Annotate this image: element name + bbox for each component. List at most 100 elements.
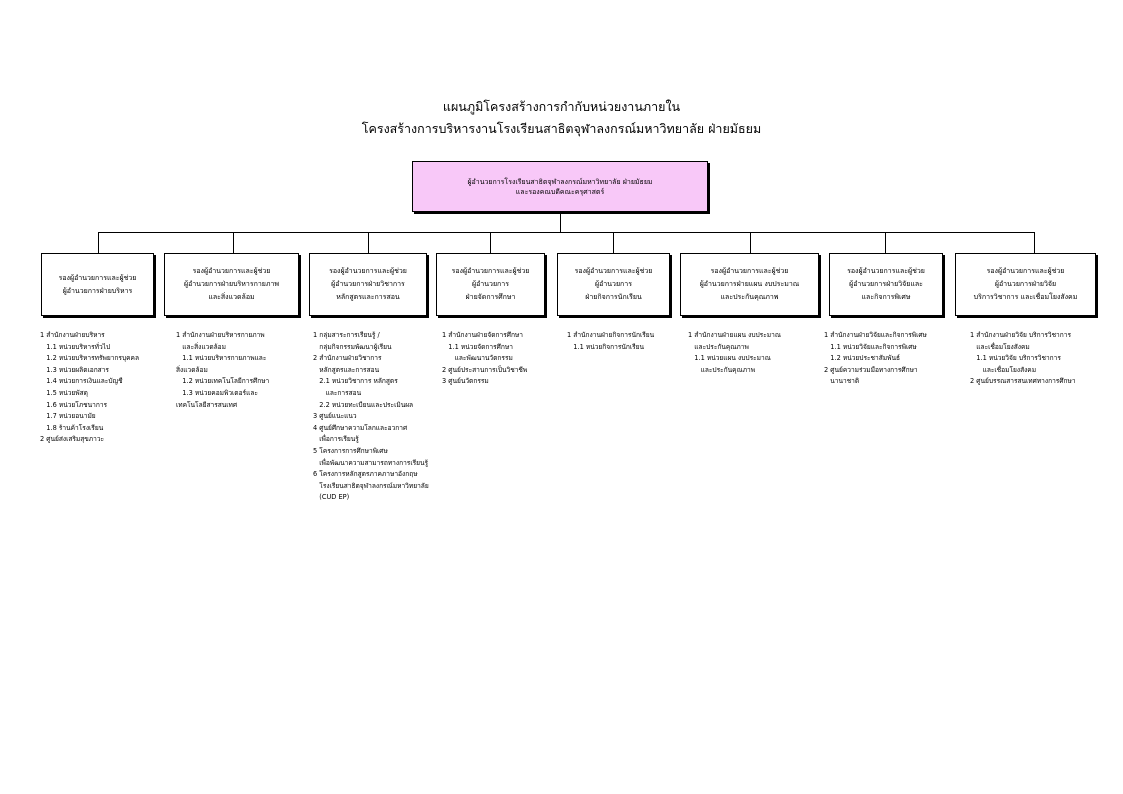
- sub-unit-list-education-management: 1 สำนักงานฝ่ายจัดการศึกษา 1.1 หน่วยจัดกา…: [442, 330, 527, 388]
- department-box-line: และประกันคุณภาพ: [720, 293, 779, 301]
- sub-unit-item: โรงเรียนสาธิตจุฬาลงกรณ์มหาวิทยาลัย: [313, 481, 429, 490]
- department-box-line: ผู้อำนวยการฝ่ายวิชาการ: [331, 280, 405, 288]
- department-box-line: รองผู้อำนวยการและผู้ช่วย: [192, 267, 271, 275]
- connector-horizontal-bus: [98, 232, 1034, 233]
- sub-unit-item: 1.6 หน่วยโภชนาการ: [40, 400, 108, 409]
- sub-unit-item: 3 ศูนย์แนะแนว: [313, 412, 357, 421]
- sub-unit-item: 2 ศูนย์ส่งเสริมสุขภาวะ: [40, 435, 105, 444]
- sub-unit-item: และเชื่อมโยงสังคม: [970, 342, 1030, 351]
- sub-unit-item: 1.1 หน่วยบริหารกายภาพและ: [176, 354, 267, 363]
- department-box-education-management: รองผู้อำนวยการและผู้ช่วย ผู้อำนวยการ ฝ่า…: [436, 253, 545, 316]
- connector-drop-4: [490, 232, 491, 253]
- sub-unit-item: 1 สำนักงานฝ่ายกิจการนักเรียน: [567, 331, 655, 339]
- department-box-line: และสิ่งแวดล้อม: [208, 293, 255, 301]
- sub-unit-item: และประกันคุณภาพ: [688, 342, 749, 351]
- sub-unit-item: และเชื่อมโยงสังคม: [970, 365, 1037, 374]
- sub-unit-item: และพัฒนานวัตกรรม: [442, 354, 513, 363]
- department-box-line: ผู้อำนวยการ: [595, 280, 632, 288]
- sub-unit-item: หลักสูตรและการสอน: [313, 365, 380, 374]
- department-box-research-special-affairs: รองผู้อำนวยการและผู้ช่วย ผู้อำนวยการฝ่าย…: [829, 253, 943, 316]
- sub-unit-item: 3 ศูนย์นวัตกรรม: [442, 377, 489, 386]
- connector-drop-1: [98, 232, 99, 253]
- sub-unit-item: เทคโนโลยีสารสนเทศ: [176, 400, 238, 409]
- sub-unit-list-academic: 1 กลุ่มสาระการเรียนรู้ / กลุ่มกิจกรรมพัฒ…: [313, 330, 429, 504]
- sub-unit-item: 1.2 หน่วยเทคโนโลยีการศึกษา: [176, 377, 270, 386]
- root-node: ผู้อำนวยการโรงเรียนสาธิตจุฬาลงกรณ์มหาวิท…: [412, 161, 708, 212]
- sub-unit-item: 5 โครงการการศึกษาพิเศษ: [313, 446, 388, 455]
- sub-unit-item: เพื่อการเรียนรู้: [313, 435, 359, 444]
- department-box-line: ฝ่ายกิจการนักเรียน: [585, 293, 642, 301]
- sub-unit-item: 1 สำนักงานฝ่ายบริหารกายภาพ: [176, 331, 265, 339]
- sub-unit-list-research-academic-service: 1 สำนักงานฝ่ายวิจัย บริการวิชาการ และเชื…: [970, 330, 1076, 388]
- sub-unit-item: 2 ศูนย์ประสานการเป็นวิชาชีพ: [442, 365, 528, 374]
- sub-unit-list-physical-environment: 1 สำนักงานฝ่ายบริหารกายภาพ และสิ่งแวดล้อ…: [176, 330, 269, 411]
- sub-unit-item: 2 ศูนย์บรรณสารสนเทศทางการศึกษา: [970, 377, 1076, 386]
- connector-root-stem: [560, 212, 561, 232]
- sub-unit-item: เพื่อพัฒนาความสามารถทางการเรียนรู้: [313, 458, 429, 467]
- sub-unit-list-student-affairs: 1 สำนักงานฝ่ายกิจการนักเรียน 1.1 หน่วยกิ…: [567, 330, 654, 353]
- department-box-student-affairs: รองผู้อำนวยการและผู้ช่วย ผู้อำนวยการ ฝ่า…: [557, 253, 670, 316]
- sub-unit-item: 4 ศูนย์ศึกษาความโลกและอวกาศ: [313, 423, 408, 432]
- sub-unit-item: 1 กลุ่มสาระการเรียนรู้ /: [313, 331, 380, 339]
- department-box-line: ผู้อำนวยการฝ่ายวิจัย: [994, 280, 1057, 288]
- root-node-line-2: และรองคณบดีคณะครุศาสตร์: [515, 187, 605, 196]
- sub-unit-item: 2 สำนักงานฝ่ายวิชาการ: [313, 354, 382, 363]
- department-box-line: ผู้อำนวยการฝ่ายแผน งบประมาณ: [699, 280, 800, 288]
- sub-unit-item: 1.2 หน่วยบริหารทรัพยากรบุคคล: [40, 354, 139, 363]
- sub-unit-item: 1.3 หน่วยคอมพิวเตอร์และ: [176, 388, 258, 397]
- connector-drop-8: [1034, 232, 1035, 253]
- department-box-line: ผู้อำนวยการฝ่ายบริหาร: [62, 286, 133, 295]
- sub-unit-item: 1 สำนักงานฝ่ายวิจัย บริการวิชาการ: [970, 331, 1071, 339]
- sub-unit-item: 1.1 หน่วยกิจการนักเรียน: [567, 342, 645, 351]
- department-box-administration: รองผู้อำนวยการและผู้ช่วย ผู้อำนวยการฝ่าย…: [41, 253, 154, 316]
- department-box-line: รองผู้อำนวยการและผู้ช่วย: [451, 267, 530, 275]
- department-box-line: รองผู้อำนวยการและผู้ช่วย: [847, 267, 925, 275]
- sub-unit-item: 1.1 หน่วยวิจัย บริการวิชาการ: [970, 354, 1061, 363]
- sub-unit-item: 1.4 หน่วยการเงินและบัญชี: [40, 377, 123, 386]
- chart-title-line-1: แผนภูมิโครงสร้างการกำกับหน่วยงานภายใน: [442, 99, 681, 114]
- department-box-planning-budget: รองผู้อำนวยการและผู้ช่วย ผู้อำนวยการฝ่าย…: [680, 253, 819, 316]
- sub-unit-item: และประกันคุณภาพ: [688, 365, 756, 374]
- department-box-line: บริการวิชาการ และเชื่อมโยงสังคม: [973, 293, 1078, 301]
- sub-unit-item: กลุ่มกิจกรรมพัฒนาผู้เรียน: [313, 342, 392, 351]
- department-box-line: ผู้อำนวยการ: [472, 280, 509, 288]
- sub-unit-list-research-special-affairs: 1 สำนักงานฝ่ายวิจัยและกิจการพิเศษ 1.1 หน…: [824, 330, 927, 388]
- sub-unit-item: 2.2 หน่วยทะเบียนและประเมินผล: [313, 400, 414, 409]
- sub-unit-item: 1.1 หน่วยบริหารทั่วไป: [40, 342, 111, 351]
- sub-unit-item: 1.7 หน่วยอนามัย: [40, 412, 96, 421]
- sub-unit-item: 1 สำนักงานฝ่ายแผน งบประมาณ: [688, 331, 781, 339]
- department-box-line: รองผู้อำนวยการและผู้ช่วย: [986, 267, 1065, 275]
- department-box-line: ฝ่ายจัดการศึกษา: [465, 293, 516, 301]
- department-box-line: รองผู้อำนวยการและผู้ช่วย: [574, 267, 653, 275]
- sub-unit-item: สิ่งแวดล้อม: [176, 365, 208, 374]
- sub-unit-item: 2.1 หน่วยวิชาการ หลักสูตร: [313, 377, 398, 386]
- sub-unit-item: 1.1 หน่วยจัดการศึกษา: [442, 342, 513, 351]
- connector-drop-3: [368, 232, 369, 253]
- sub-unit-item: 1.1 หน่วยแผน งบประมาณ: [688, 354, 771, 363]
- sub-unit-item: และสิ่งแวดล้อม: [176, 342, 226, 351]
- sub-unit-item: และการสอน: [313, 388, 362, 397]
- sub-unit-item: 1.1 หน่วยวิจัยและกิจการพิเศษ: [824, 342, 917, 351]
- root-node-line-1: ผู้อำนวยการโรงเรียนสาธิตจุฬาลงกรณ์มหาวิท…: [467, 177, 653, 186]
- sub-unit-item: 1.8 ร้านค้าโรงเรียน: [40, 423, 104, 432]
- sub-unit-item: 1.5 หน่วยพัสดุ: [40, 388, 88, 397]
- sub-unit-item: 1 สำนักงานฝ่ายจัดการศึกษา: [442, 331, 523, 339]
- department-box-line: และกิจการพิเศษ: [861, 293, 911, 301]
- sub-unit-item: 1 สำนักงานฝ่ายวิจัยและกิจการพิเศษ: [824, 331, 927, 339]
- sub-unit-item: 1.2 หน่วยประชาสัมพันธ์: [824, 354, 900, 363]
- sub-unit-list-administration: 1 สำนักงานฝ่ายบริหาร 1.1 หน่วยบริหารทั่ว…: [40, 330, 139, 446]
- sub-unit-item: นานาชาติ: [824, 377, 860, 386]
- department-box-line: หลักสูตรและการสอน: [336, 293, 400, 301]
- sub-unit-item: (CUD EP): [313, 493, 350, 502]
- department-box-research-academic-service: รองผู้อำนวยการและผู้ช่วย ผู้อำนวยการฝ่าย…: [955, 253, 1096, 316]
- sub-unit-item: 6 โครงการหลักสูตรภาคภาษาอังกฤษ: [313, 470, 418, 479]
- department-box-physical-environment: รองผู้อำนวยการและผู้ช่วย ผู้อำนวยการฝ่าย…: [164, 253, 299, 316]
- connector-drop-6: [750, 232, 751, 253]
- department-box-line: รองผู้อำนวยการและผู้ช่วย: [329, 267, 407, 275]
- department-box-line: รองผู้อำนวยการและผู้ช่วย: [58, 273, 137, 282]
- chart-title-line-2: โครงสร้างการบริหารงานโรงเรียนสาธิตจุฬาลง…: [361, 121, 762, 136]
- connector-drop-7: [885, 232, 886, 253]
- sub-unit-item: 1.3 หน่วยผลิตเอกสาร: [40, 365, 109, 374]
- sub-unit-item: 2 ศูนย์ความร่วมมือทางการศึกษา: [824, 365, 918, 374]
- department-box-academic: รองผู้อำนวยการและผู้ช่วย ผู้อำนวยการฝ่าย…: [309, 253, 427, 316]
